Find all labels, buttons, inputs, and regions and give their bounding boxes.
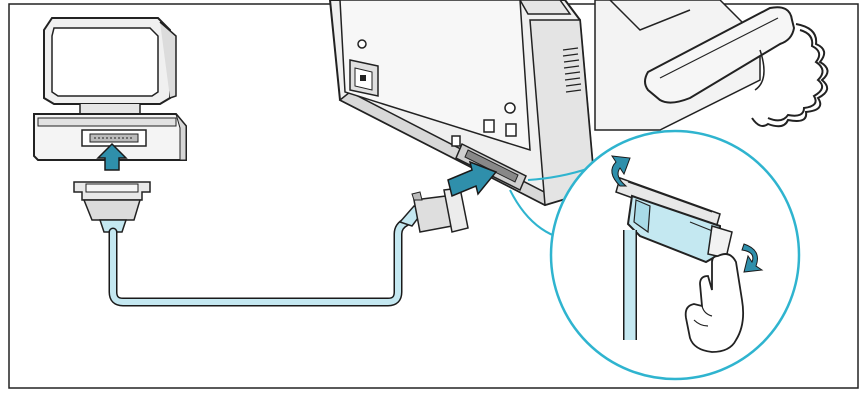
cable-connector-fax-end	[398, 187, 469, 233]
vent-grille	[562, 47, 582, 93]
rotate-arrow-icon-2	[741, 243, 764, 273]
handset-coil-cord	[751, 23, 829, 128]
hand-icon	[684, 253, 745, 353]
fax-machine-icon	[328, 0, 761, 207]
power-socket	[349, 59, 379, 97]
monitor	[43, 17, 177, 115]
computer-parallel-port	[81, 129, 147, 147]
inset-connector	[626, 194, 733, 264]
phone-jacks	[451, 119, 517, 147]
arrow-up-icon	[96, 142, 128, 171]
cable-connector-computer-end	[73, 181, 151, 233]
fax-parallel-port	[455, 142, 527, 192]
rotate-arrow-icon	[610, 155, 631, 187]
handset-icon	[644, 6, 796, 104]
arrow-right-icon	[447, 160, 498, 198]
system-unit	[33, 113, 187, 161]
parallel-cable-icon	[108, 217, 411, 307]
computer-icon	[33, 17, 187, 171]
